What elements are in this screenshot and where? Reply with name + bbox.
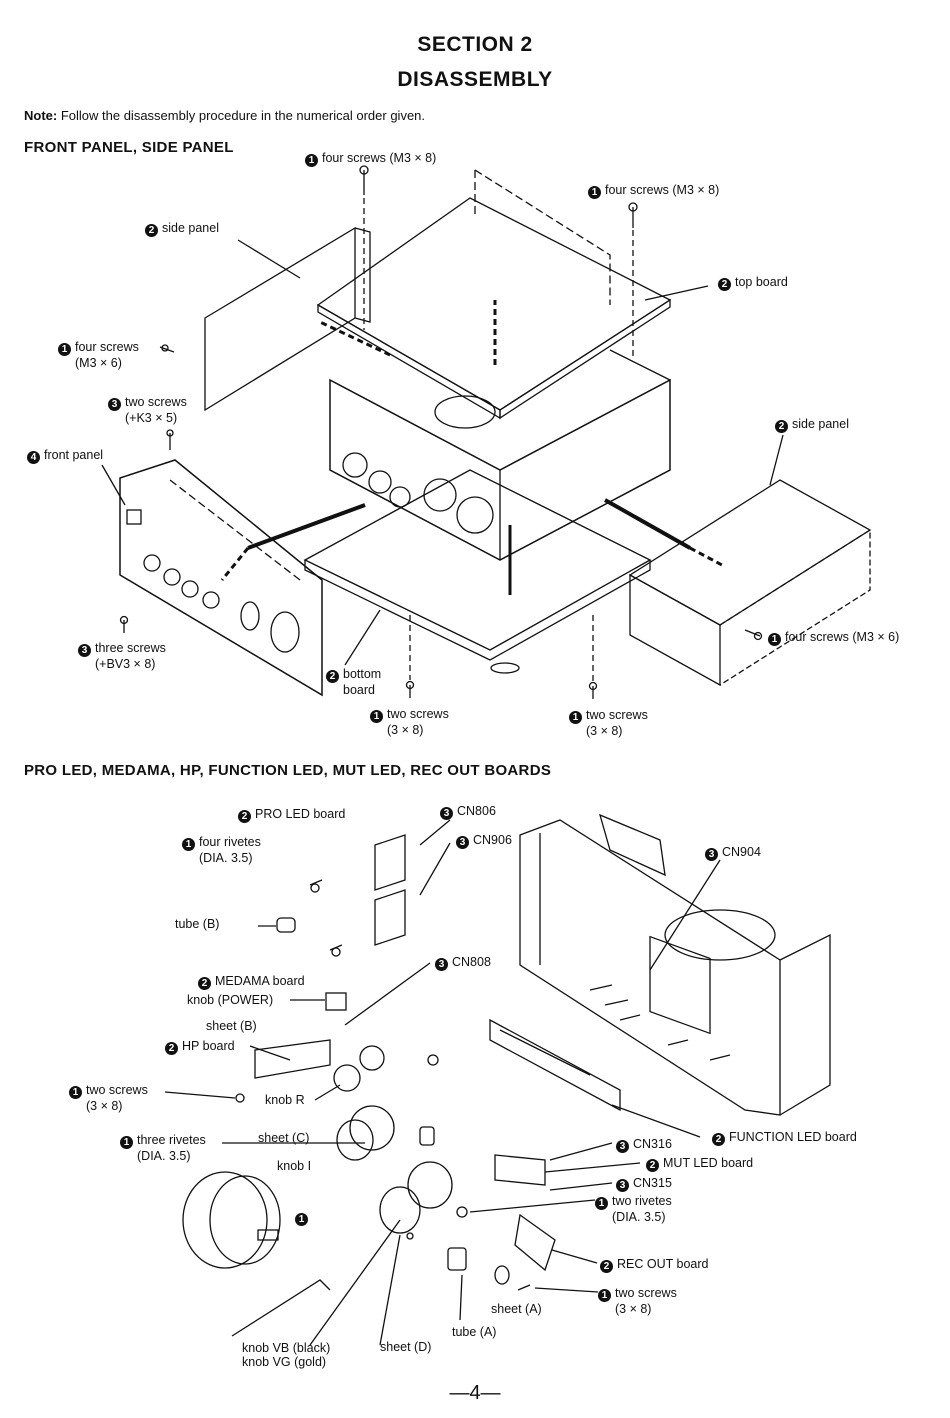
fig2-label: knob I (277, 1159, 312, 1173)
fig2-label: sheet (D) (380, 1340, 432, 1354)
fig2-drawing (164, 813, 831, 1346)
fig2-label: sheet (C) (258, 1131, 310, 1145)
fig2-label: tube (A) (452, 1325, 497, 1339)
fig2-label: sheet (A) (491, 1302, 542, 1316)
fig2-heading: PRO LED, MEDAMA, HP, FUNCTION LED, MUT L… (24, 762, 552, 779)
fig2-label: knob VB (black)knob VG (gold) (242, 1341, 331, 1369)
note: Note: Follow the disassembly procedure i… (24, 108, 425, 123)
note-label: Note: (24, 108, 58, 123)
fig2-label: knob R (265, 1093, 305, 1107)
fig2-label: knob (POWER) (187, 993, 274, 1007)
fig1-drawing (101, 165, 872, 699)
page-title: DISASSEMBLY (397, 68, 553, 91)
fig2-label: 1 (295, 1210, 312, 1226)
fig2-label: tube (B) (175, 917, 220, 931)
page-number: —4— (449, 1382, 501, 1404)
section-title: SECTION 2 (417, 33, 533, 56)
fig2-label: sheet (B) (206, 1019, 257, 1033)
fig1-heading: FRONT PANEL, SIDE PANEL (24, 139, 234, 156)
note-text: Follow the disassembly procedure in the … (60, 108, 426, 123)
